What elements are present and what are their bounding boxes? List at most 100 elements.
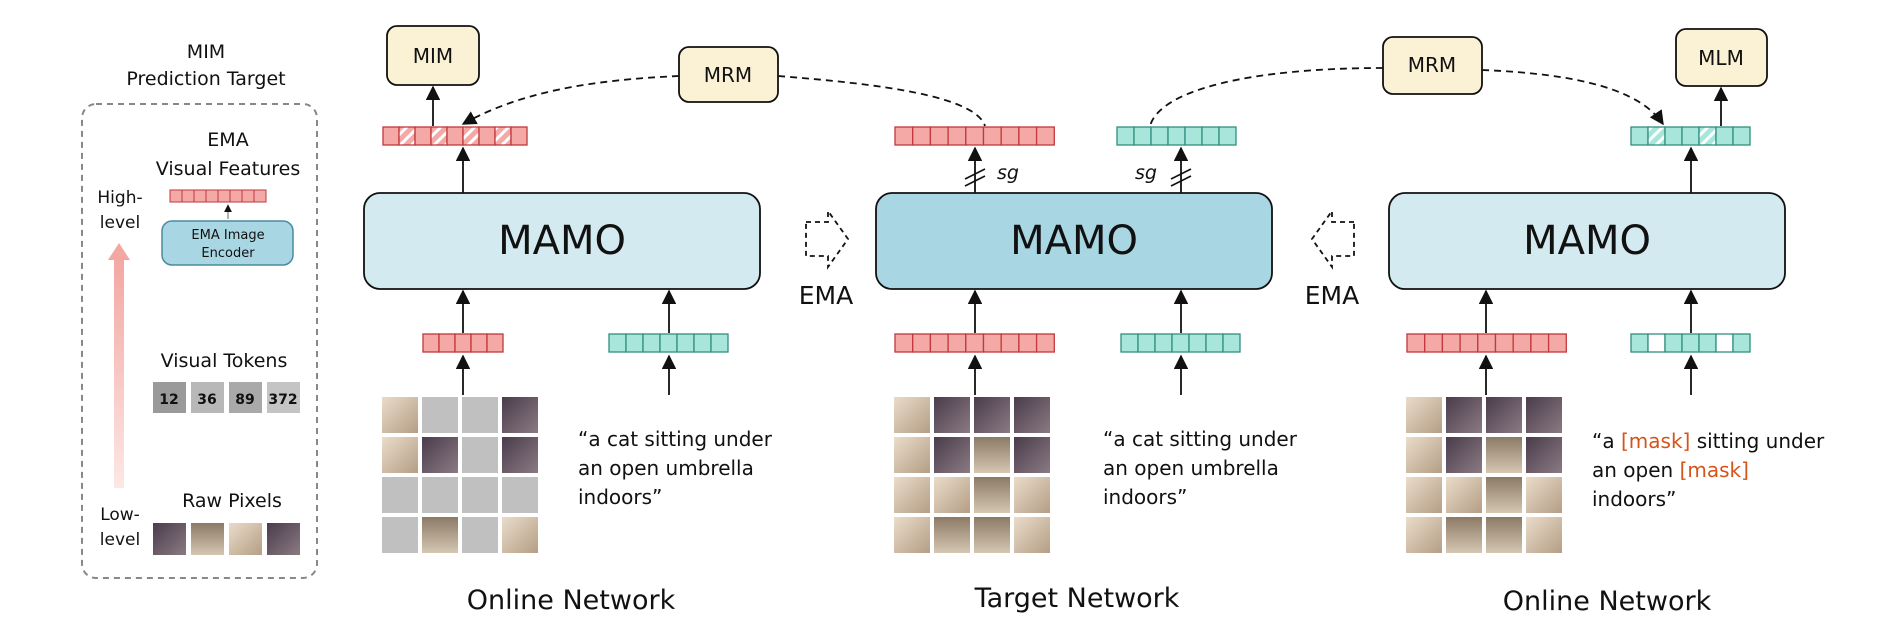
left-caption-line: indoors”: [578, 485, 662, 509]
text-token: [1120, 333, 1139, 353]
image-token: [912, 126, 932, 146]
text-token: [659, 333, 678, 353]
target-text-token-row: [1120, 333, 1241, 353]
text-token: [1715, 126, 1734, 146]
image-patch: [1446, 437, 1482, 473]
image-patch: [502, 517, 538, 553]
masked-image-patch: [382, 517, 418, 553]
image-patch: [382, 437, 418, 473]
image-token: [1530, 333, 1550, 353]
stop-gradient-mark: [1170, 175, 1192, 187]
image-patch: [502, 397, 538, 433]
mamo-online-left-label: MAMO: [498, 218, 626, 264]
image-token: [510, 126, 528, 146]
legend-title-line1: MIM: [187, 41, 225, 63]
image-token: [446, 126, 464, 146]
image-patch: [1486, 477, 1522, 513]
mamo-target-label: MAMO: [1010, 218, 1138, 264]
text-token: [1681, 126, 1700, 146]
text-token: [1171, 333, 1190, 353]
masked-image-patch: [422, 477, 458, 513]
ema-right-arrow-icon: [805, 208, 850, 270]
image-patch: [1014, 437, 1050, 473]
image-token: [1000, 126, 1020, 146]
mlm-task-box: [1675, 28, 1768, 87]
masked-image-patch: [382, 477, 418, 513]
online-left-image-token-row: [422, 333, 504, 353]
image-token: [894, 333, 914, 353]
center-caption-text: “a cat sitting under an open umbrella in…: [1103, 427, 1298, 509]
target-image-grid: [894, 397, 1050, 553]
image-token: [1018, 126, 1038, 146]
image-token: [929, 333, 949, 353]
legend-ema-line2: Visual Features: [156, 158, 300, 180]
online-left-image-grid: [382, 397, 538, 553]
image-patch: [1014, 517, 1050, 553]
image-patch: [934, 517, 970, 553]
visual-token-tile: [267, 382, 300, 413]
ema-arrow-left: EMA: [799, 208, 853, 310]
image-patch: [1446, 517, 1482, 553]
image-token: [1000, 333, 1020, 353]
legend-feature-token: [193, 189, 207, 203]
text-token: [1664, 333, 1683, 353]
visual-token-tile: [229, 382, 262, 413]
level-arrow-shaft: [114, 258, 124, 488]
text-token: [1150, 126, 1169, 146]
online-right-image-grid: [1406, 397, 1562, 553]
image-token: [1547, 333, 1567, 353]
image-patch: [1446, 397, 1482, 433]
image-token: [929, 126, 949, 146]
text-token: [1715, 333, 1734, 353]
visual-token-value: 36: [197, 392, 216, 408]
raw-pixel-tile: [229, 523, 262, 555]
image-token: [912, 333, 932, 353]
text-token: [1664, 126, 1683, 146]
image-patch: [1406, 397, 1442, 433]
legend-feature-token: [253, 189, 267, 203]
mamo-target-box: [875, 192, 1273, 290]
text-token: [1647, 333, 1666, 353]
text-token: [1732, 333, 1751, 353]
sg-right-label: sg: [1135, 162, 1157, 184]
stop-gradient-mark: [1170, 168, 1192, 180]
stop-gradient-mark: [964, 175, 986, 187]
mrm-left-from-target-curve: [777, 75, 986, 127]
image-patch: [974, 517, 1010, 553]
visual-token-tile: [191, 382, 224, 413]
mrm-right-label: MRM: [1408, 53, 1456, 77]
image-patch: [1014, 397, 1050, 433]
image-patch: [894, 397, 930, 433]
visual-token-value: 12: [159, 392, 178, 408]
legend-feature-token: [217, 189, 231, 203]
text-token: [1137, 333, 1156, 353]
low-level-line1: Low-: [100, 505, 140, 525]
text-token: [1698, 126, 1717, 146]
mrm-right-from-target-curve: [1149, 67, 1384, 127]
text-token: [1188, 333, 1207, 353]
image-token: [1035, 126, 1055, 146]
image-token: [454, 333, 472, 353]
image-patch: [1526, 397, 1562, 433]
ema-arrow-right: EMA: [1305, 208, 1359, 310]
image-patch: [974, 437, 1010, 473]
text-token: [1222, 333, 1241, 353]
image-patch: [1014, 477, 1050, 513]
image-token: [486, 333, 504, 353]
online-network-left-caption: Online Network: [467, 585, 676, 616]
raw-pixel-tile: [267, 523, 300, 555]
image-token: [438, 333, 456, 353]
image-patch: [1526, 437, 1562, 473]
target-image-token-row: [894, 333, 1055, 353]
mrm-left-box: [678, 46, 779, 103]
masked-image-patch: [422, 397, 458, 433]
image-token: [965, 333, 985, 353]
image-patch: [1526, 517, 1562, 553]
image-token: [947, 126, 967, 146]
text-token: [1630, 126, 1649, 146]
online-left-feature-row: [382, 126, 528, 146]
text-token: [1154, 333, 1173, 353]
online-right-text-token-row: [1630, 333, 1751, 353]
raw-pixel-tile: [191, 523, 224, 555]
image-token: [478, 126, 496, 146]
